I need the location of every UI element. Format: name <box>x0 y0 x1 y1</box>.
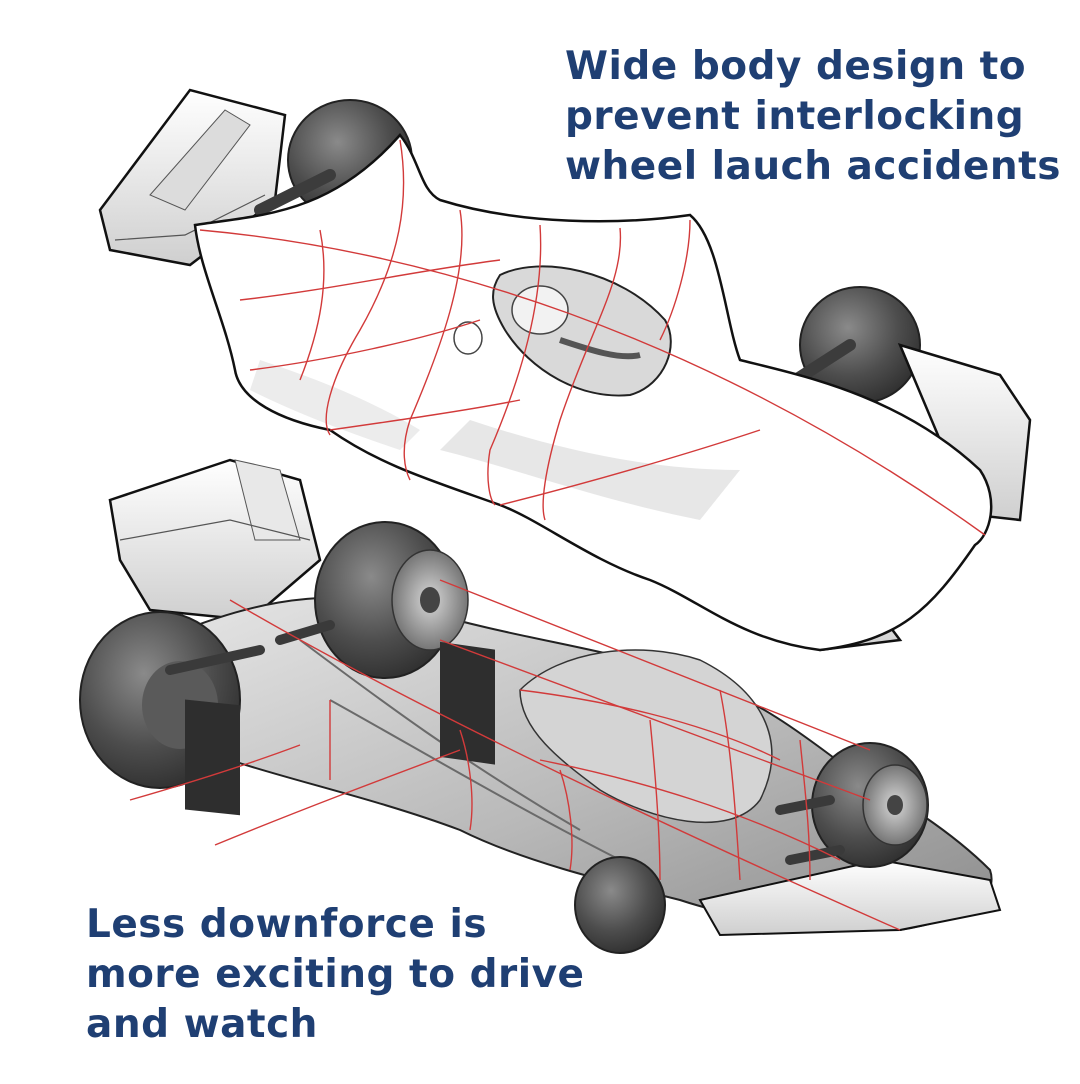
caption-downforce: Less downforce is more exciting to drive… <box>86 900 584 1050</box>
caption-downforce-line-3: and watch <box>86 1002 318 1047</box>
bottom-car <box>79 458 1002 954</box>
caption-downforce-line-2: more exciting to drive <box>86 952 585 997</box>
bottom-car-guide-lines <box>129 579 901 931</box>
bottom-car-rear-right-wheel <box>314 521 469 679</box>
caption-wide-body-line-3: wheel lauch accidents <box>565 144 1061 189</box>
top-car-guide-lines <box>199 139 986 536</box>
rear-brake-duct <box>440 641 495 765</box>
caption-wide-body-line-1: Wide body design to <box>565 44 1027 89</box>
bottom-car-front-right-wheel <box>811 742 929 868</box>
top-car <box>98 88 1032 652</box>
caption-wide-body-line-2: prevent interlocking <box>565 94 1025 139</box>
bottom-car-rear-wing <box>108 458 322 622</box>
bottom-car-suspension <box>165 620 845 865</box>
caption-downforce-line-1: Less downforce is <box>86 902 488 947</box>
caption-wide-body: Wide body design to prevent interlocking… <box>565 42 1061 192</box>
rear-left-brake-duct <box>185 699 240 816</box>
bottom-car-front-left-wheel <box>574 856 666 954</box>
